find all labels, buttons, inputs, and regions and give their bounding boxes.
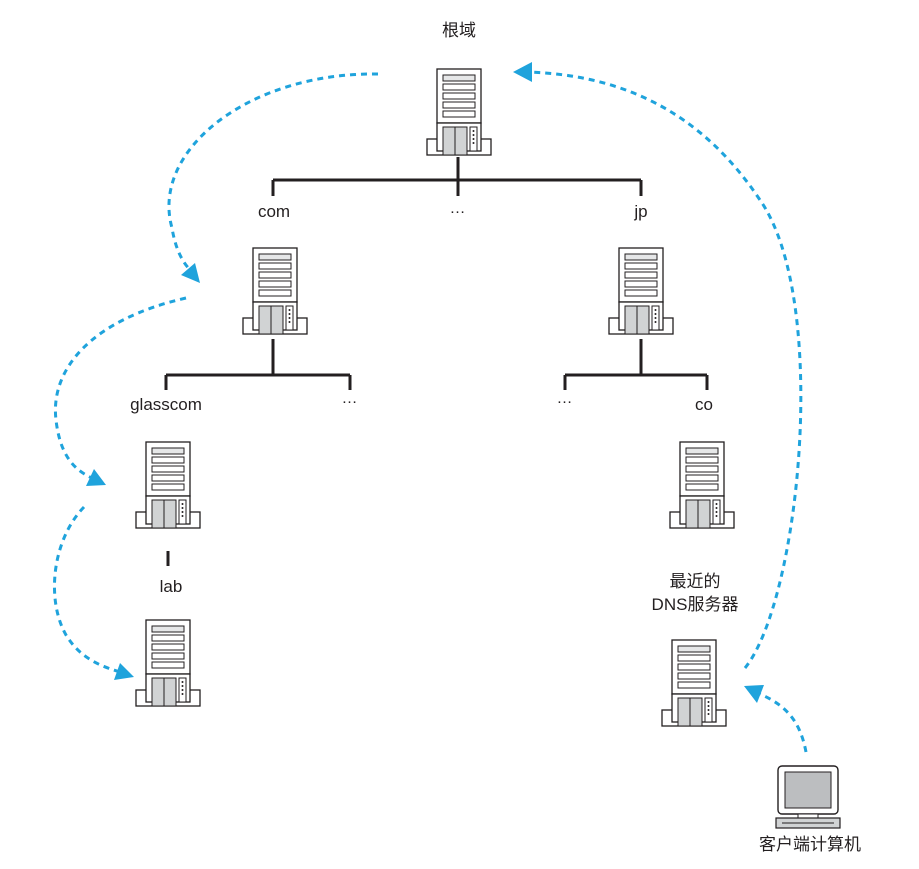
arrow-root-to-com [167, 72, 379, 274]
query-arrows [52, 70, 808, 753]
client-computer-label: 客户端计算机 [759, 835, 861, 854]
root-children-ellipsis: … [449, 200, 467, 217]
arrow-client-to-nearest [759, 692, 808, 753]
co-label: co [695, 395, 713, 414]
root-domain-label: 根域 [442, 21, 476, 40]
arrowhead-root [513, 62, 532, 82]
nearest-dns-label-line2: DNS服务器 [651, 595, 739, 614]
jp-server-icon [608, 247, 674, 335]
arrow-com-to-glasscom [53, 296, 187, 480]
arrowhead-glasscom [86, 469, 106, 486]
root-server-icon [426, 68, 492, 156]
arrow-nearest-to-root [527, 70, 803, 669]
lab-server-icon [135, 619, 201, 707]
jp-label: jp [634, 202, 648, 221]
lab-label: lab [159, 577, 183, 596]
nearest-dns-server-icon [661, 639, 727, 727]
arrow-glasscom-to-lab [52, 505, 121, 674]
arrowhead-lab [114, 663, 134, 680]
arrow-heads [86, 62, 764, 703]
nearest-dns-label-line1: 最近的 [669, 572, 721, 591]
jp-children-ellipsis: … [556, 390, 574, 407]
glasscom-server-icon [135, 441, 201, 529]
co-server-icon [669, 441, 735, 529]
client-computer-icon [775, 765, 841, 829]
arrowhead-com [181, 263, 200, 283]
com-label: com [257, 202, 291, 221]
glasscom-label: glasscom [130, 395, 202, 414]
com-server-icon [242, 247, 308, 335]
tree-lines [164, 157, 709, 566]
com-children-ellipsis: … [341, 390, 359, 407]
arrowhead-nearest [744, 685, 764, 703]
